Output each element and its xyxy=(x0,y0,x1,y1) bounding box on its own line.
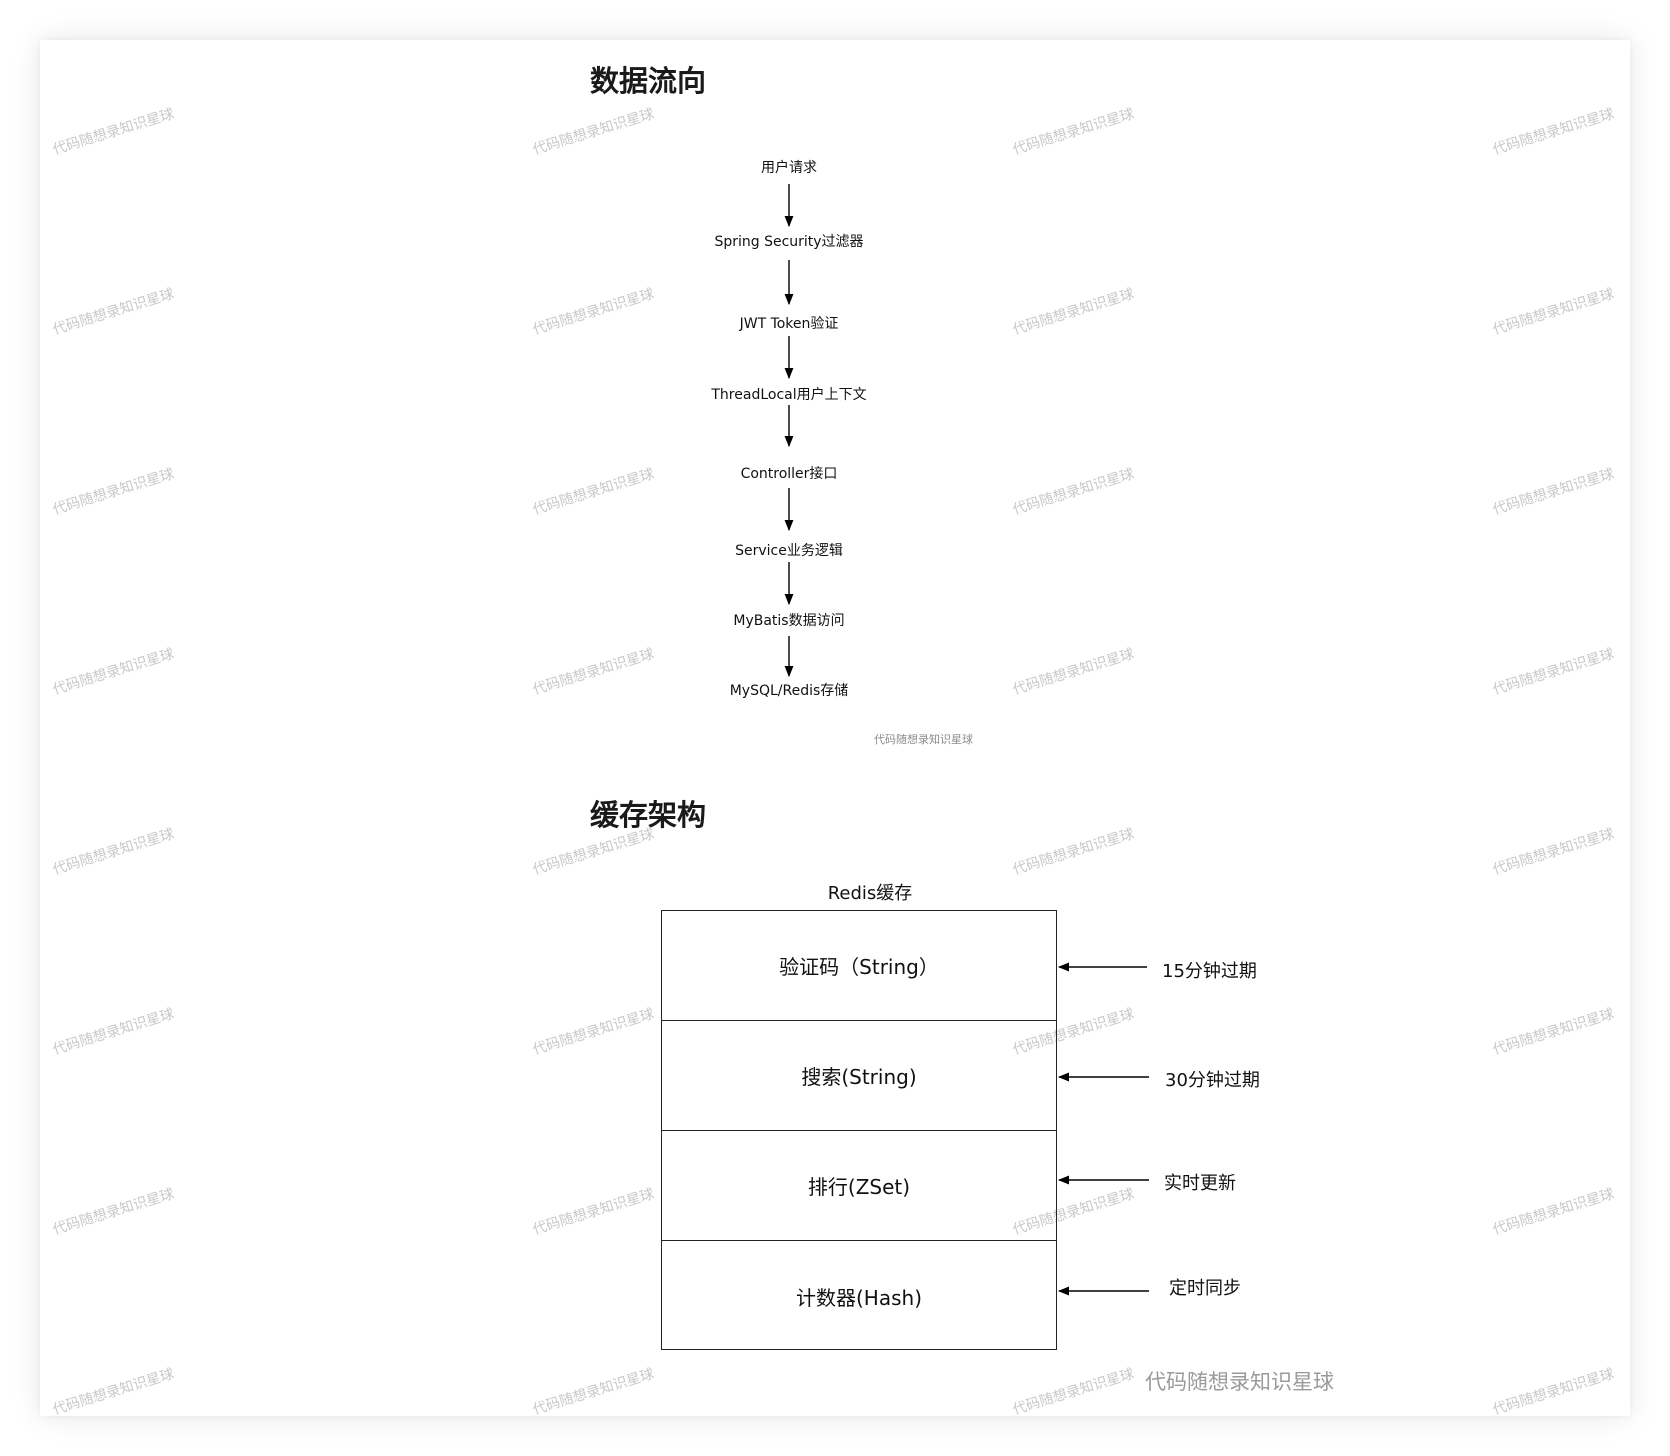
flow-node-threadlocal-context: ThreadLocal用户上下文 xyxy=(711,387,867,403)
cache-row-label: 排行(ZSet) xyxy=(807,1175,911,1199)
watermark-bottom: 代码随想录知识星球 xyxy=(1145,1370,1334,1394)
redis-cache-box: 验证码（String） 搜索(String) 排行(ZSet) 计数器(Hash… xyxy=(661,910,1057,1350)
cache-row-search: 搜索(String) xyxy=(662,1021,1056,1131)
cache-arrows xyxy=(1057,962,1149,1296)
cache-note-search-expiry: 30分钟过期 xyxy=(1165,1070,1260,1091)
cache-note-ranking-update: 实时更新 xyxy=(1164,1173,1236,1194)
diagram-card xyxy=(40,40,1630,1416)
cache-row-ranking: 排行(ZSet) xyxy=(662,1131,1056,1241)
flow-node-service: Service业务逻辑 xyxy=(735,543,843,559)
redis-cache-title: Redis缓存 xyxy=(827,883,913,904)
flow-node-mybatis: MyBatis数据访问 xyxy=(733,613,845,629)
cache-row-label: 搜索(String) xyxy=(801,1065,917,1089)
flow-section-title: 数据流向 xyxy=(590,64,707,98)
flow-node-jwt-token-validation: JWT Token验证 xyxy=(739,316,839,332)
flow-node-user-request: 用户请求 xyxy=(761,160,817,176)
cache-note-counter-sync: 定时同步 xyxy=(1169,1278,1241,1299)
cache-row-label: 计数器(Hash) xyxy=(796,1285,922,1310)
cache-section-title: 缓存架构 xyxy=(590,798,707,832)
flow-node-spring-security-filter: Spring Security过滤器 xyxy=(714,234,864,250)
watermark-inline: 代码随想录知识星球 xyxy=(874,733,973,746)
cache-row-counter: 计数器(Hash) xyxy=(662,1241,1056,1351)
flow-node-storage: MySQL/Redis存储 xyxy=(729,683,849,699)
flow-node-controller: Controller接口 xyxy=(740,466,838,482)
cache-note-captcha-expiry: 15分钟过期 xyxy=(1162,961,1257,982)
cache-row-label: 验证码（String） xyxy=(779,955,939,979)
cache-row-captcha: 验证码（String） xyxy=(662,911,1056,1021)
